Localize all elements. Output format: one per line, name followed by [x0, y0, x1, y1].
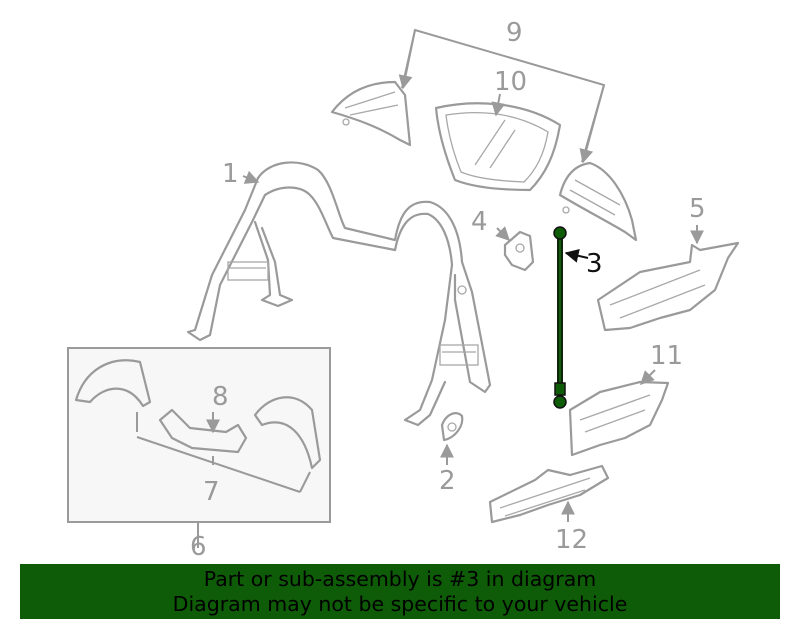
part-4-bracket [503, 230, 535, 272]
part-5-side-panel [596, 241, 740, 332]
callout-5: 5 [689, 194, 706, 224]
info-banner: Part or sub-assembly is #3 in diagram Di… [20, 564, 780, 619]
part-11-lower-panel [568, 380, 670, 457]
callout-9: 9 [506, 18, 523, 48]
banner-line-2: Diagram may not be specific to your vehi… [172, 592, 628, 616]
callout-11: 11 [650, 341, 683, 371]
callout-8: 8 [212, 382, 229, 412]
banner-line-1: Part or sub-assembly is #3 in diagram [203, 567, 597, 591]
part-10-rear-window [434, 102, 562, 192]
part-7-garnish [74, 359, 322, 493]
callout-7: 7 [203, 477, 220, 507]
callout-12: 12 [555, 525, 588, 555]
callout-4: 4 [471, 207, 488, 237]
part-1-roll-bar [186, 161, 492, 427]
leader-lines [197, 28, 704, 548]
callout-3: 3 [586, 249, 603, 279]
part-6-group-box [67, 347, 331, 535]
part-2-grommet [440, 412, 464, 442]
callout-6: 6 [190, 532, 207, 562]
part-3-strut [553, 226, 567, 409]
part-9-trim-shells [330, 80, 638, 242]
callout-1: 1 [222, 159, 239, 189]
callout-10: 10 [494, 67, 527, 97]
part-12-lower-rail [488, 464, 610, 524]
callout-2: 2 [439, 466, 456, 496]
part-8-handle [158, 408, 248, 454]
